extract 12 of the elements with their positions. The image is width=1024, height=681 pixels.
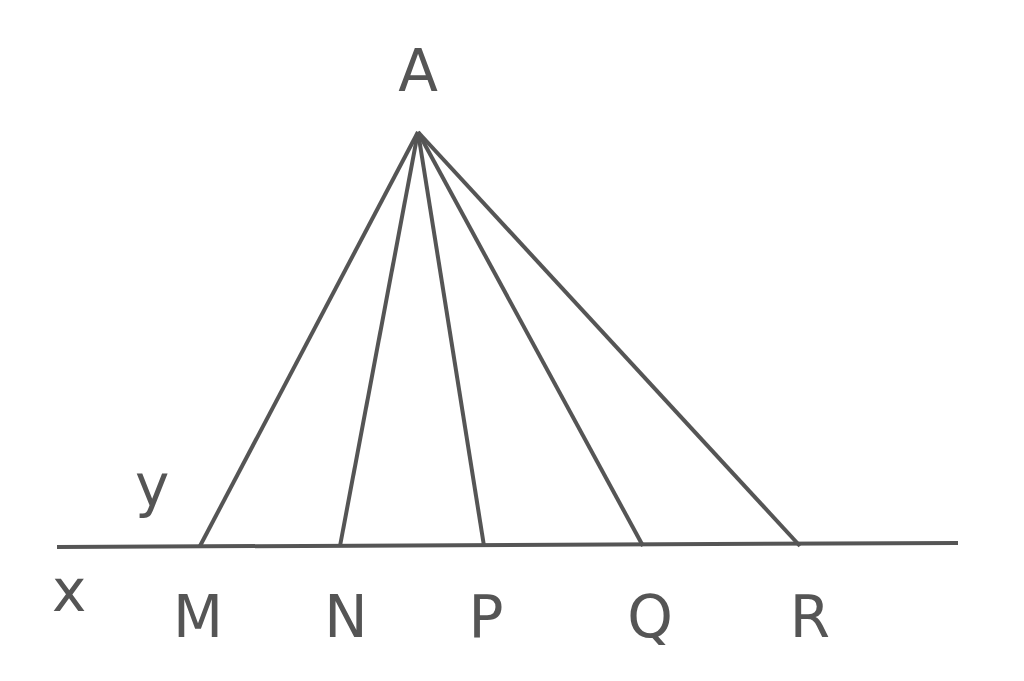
point-label: A — [388, 40, 448, 132]
point-label: Q — [615, 546, 685, 648]
point-label: R — [775, 546, 845, 648]
line-label: x — [52, 560, 87, 622]
line-segment — [416, 131, 645, 547]
line-segment — [416, 130, 802, 548]
line-segment — [338, 131, 420, 547]
line-label: y — [135, 455, 170, 517]
point-label: M — [163, 546, 233, 648]
point-label: N — [311, 546, 381, 648]
line-segment — [198, 131, 420, 547]
point-label: P — [451, 546, 521, 648]
